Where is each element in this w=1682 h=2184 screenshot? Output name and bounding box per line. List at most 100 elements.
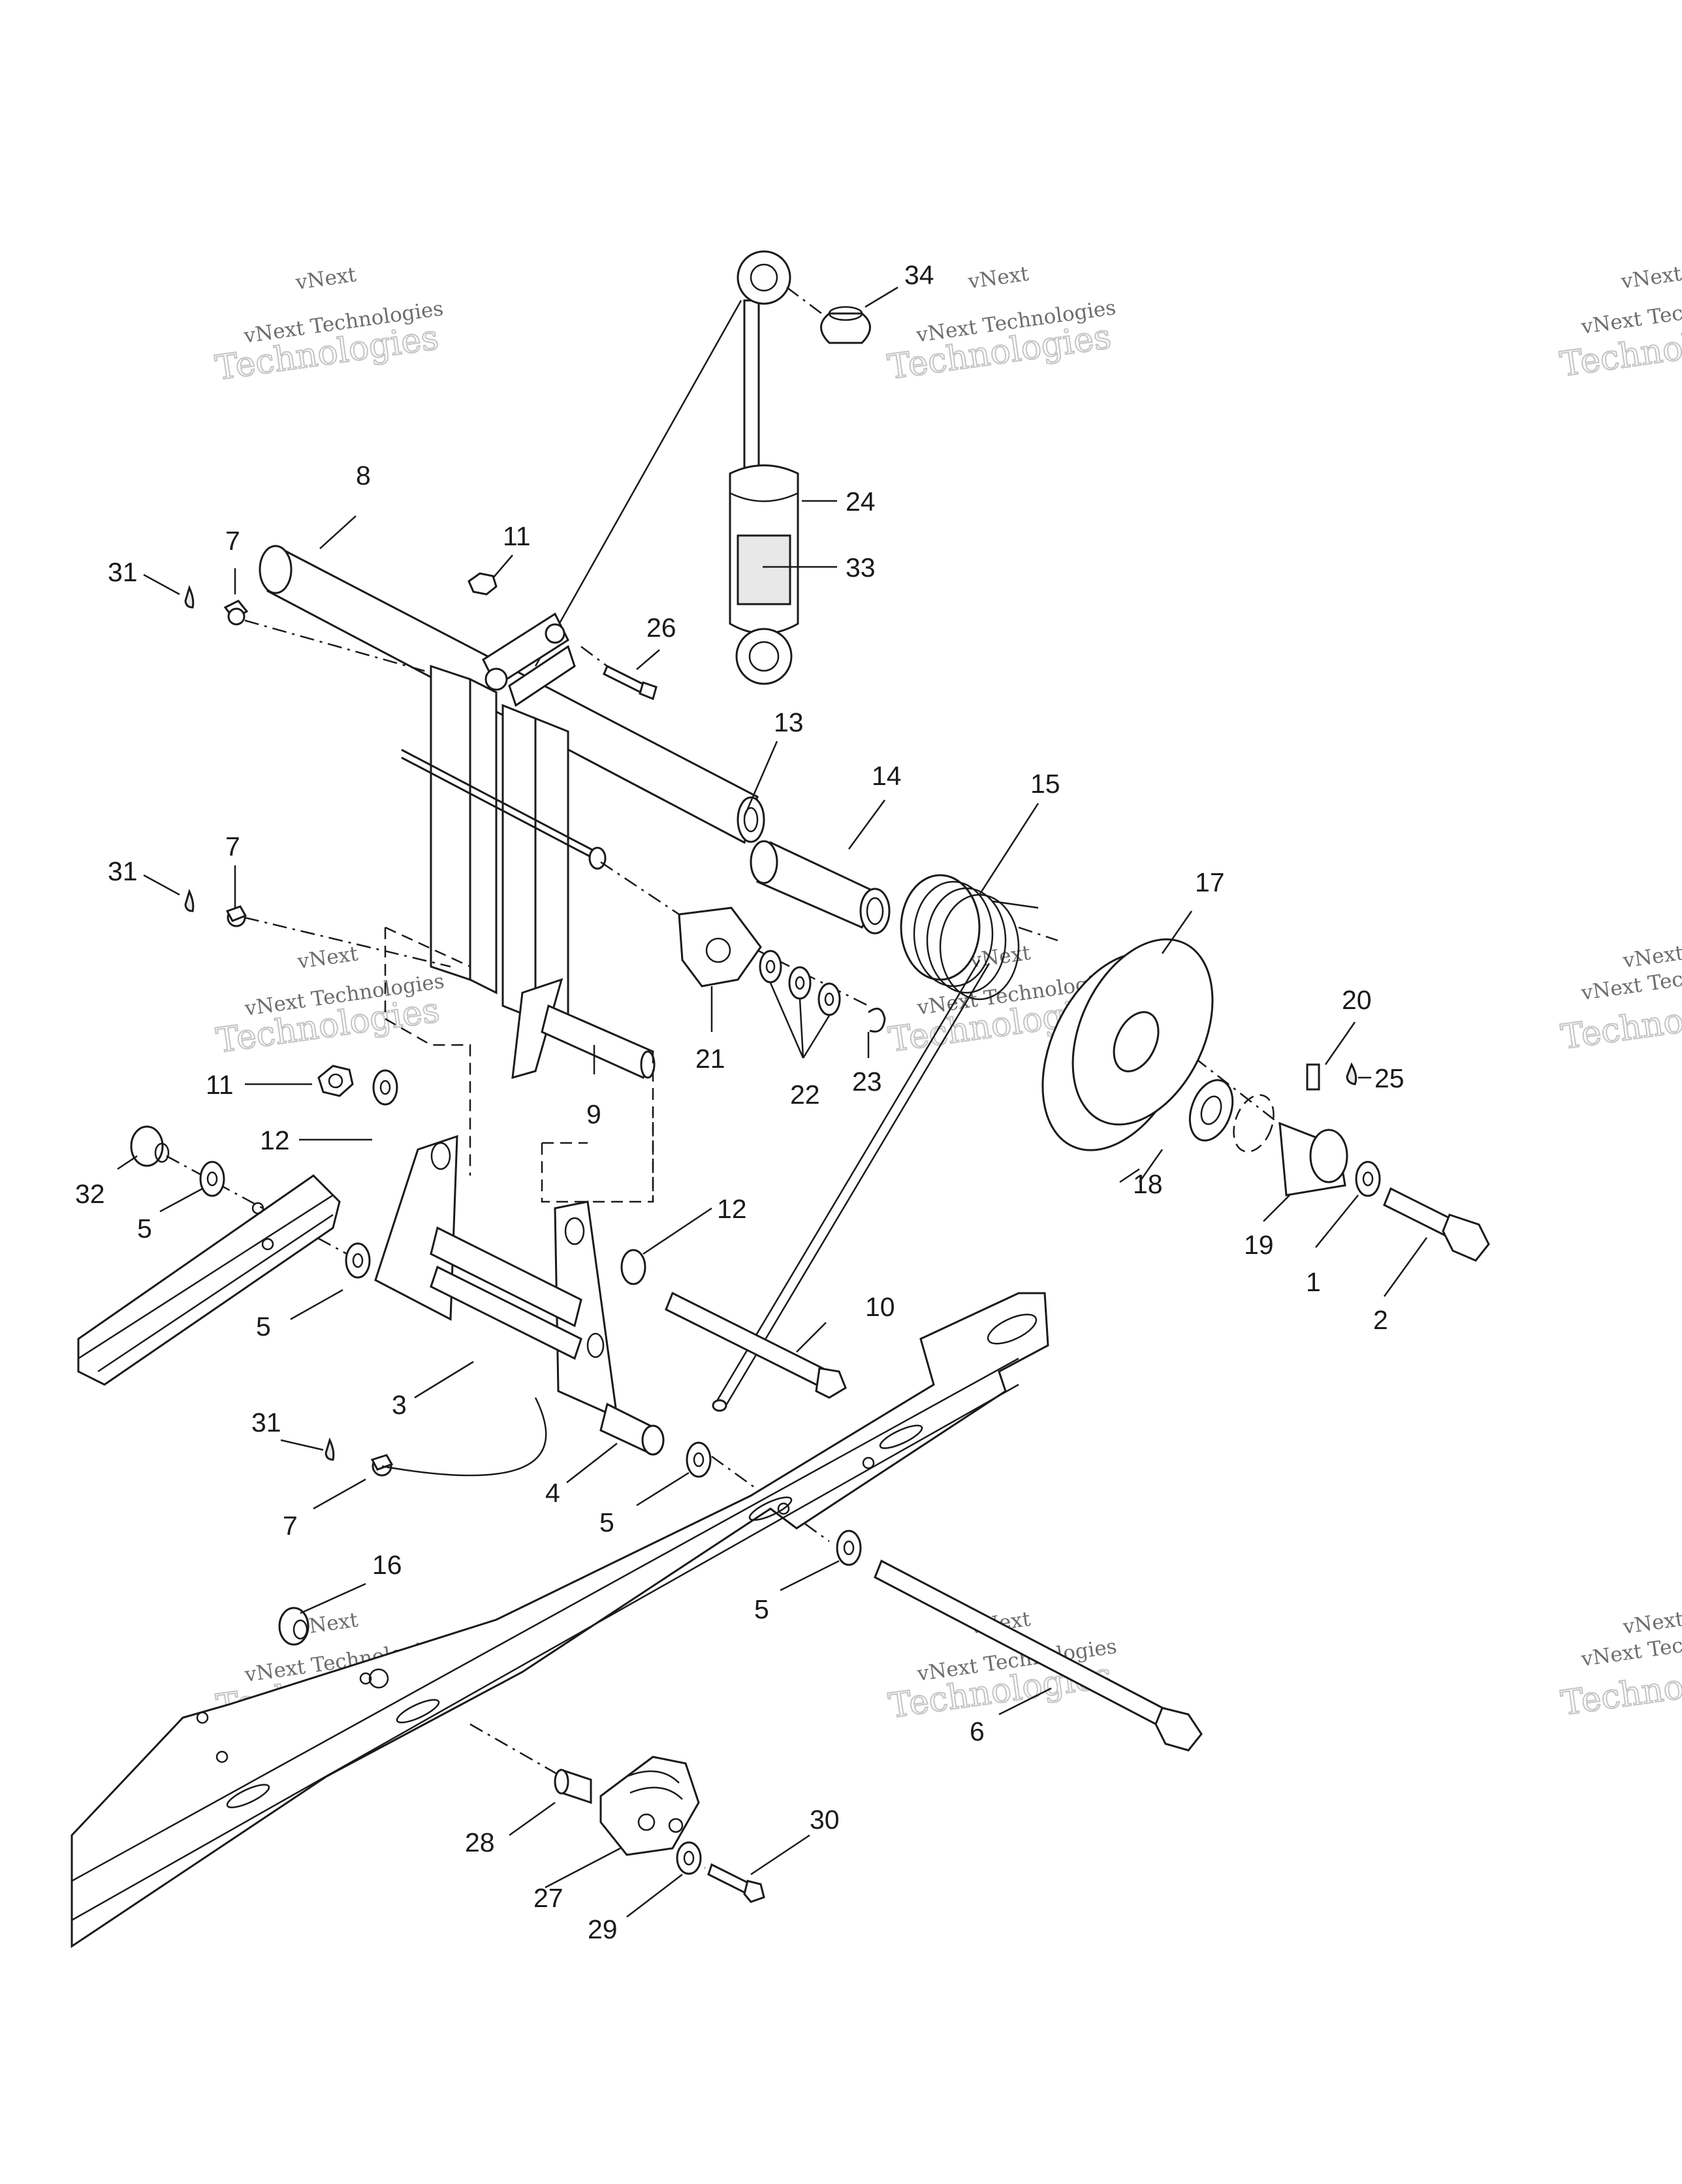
callout-31-lower: 31	[251, 1407, 281, 1437]
callout-18: 18	[1133, 1169, 1163, 1199]
callout-17: 17	[1195, 867, 1225, 897]
watermark-mid-right: vNext vNext Technologies Technologies	[1558, 941, 1682, 1058]
lower-axle-bracket	[374, 1134, 665, 1477]
callout-23: 23	[852, 1067, 882, 1097]
callout-5-a: 5	[137, 1213, 152, 1244]
callout-8: 8	[356, 460, 371, 490]
callout-11-upper: 11	[503, 521, 531, 551]
circlip	[1233, 1094, 1275, 1153]
left-slide-rail	[77, 1174, 341, 1386]
grease-fitting-mid	[225, 905, 247, 927]
grease-fitting-upper	[223, 600, 249, 626]
callout-4: 4	[545, 1478, 560, 1508]
watermark-bottom-right: vNext vNext Technologies Technologies	[1558, 1607, 1682, 1724]
svg-text:vNext: vNext	[1619, 262, 1682, 294]
hex-nut-lower	[317, 1065, 354, 1097]
callout-24: 24	[846, 487, 876, 517]
callout-32: 32	[75, 1179, 105, 1209]
callout-15: 15	[1030, 769, 1060, 799]
idler-wheel	[1041, 938, 1214, 1151]
callout-22: 22	[790, 1080, 820, 1110]
callout-16: 16	[372, 1550, 402, 1580]
svg-text:vNext: vNext	[294, 263, 358, 295]
washer-5-a	[199, 1161, 225, 1197]
callout-31-mid: 31	[108, 856, 138, 886]
rail-bushing-28	[554, 1768, 592, 1805]
washer-22b	[788, 966, 812, 1000]
callout-7-mid: 7	[225, 831, 240, 861]
callout-5-d: 5	[754, 1594, 769, 1624]
adjuster-cam	[678, 907, 762, 988]
wheel-spacer	[1278, 1121, 1348, 1196]
grease-cap-upper	[184, 585, 195, 609]
wheel-bearing	[1188, 1079, 1234, 1142]
washer-5-c	[686, 1441, 712, 1478]
callout-27: 27	[533, 1883, 563, 1913]
screw-30	[707, 1863, 765, 1903]
grease-cap-25	[1346, 1062, 1357, 1085]
washer-12-a	[372, 1069, 398, 1106]
svg-text:vNext: vNext	[296, 942, 360, 974]
callout-19: 19	[1244, 1230, 1274, 1260]
callout-31-upper: 31	[108, 557, 138, 587]
lower-pivot-arm	[511, 978, 656, 1202]
callout-29: 29	[588, 1914, 618, 1944]
screw-26	[603, 664, 658, 701]
right-slide-rail	[71, 1292, 1049, 1948]
retaining-clip	[868, 1007, 886, 1033]
callout-30: 30	[810, 1805, 840, 1835]
callout-7-lower: 7	[283, 1511, 298, 1541]
watermark-top-left: vNext vNext Technologies Technologies	[212, 263, 445, 389]
watermark-mid-left: vNext vNext Technologies Technologies	[214, 942, 446, 1061]
rail-end-plate-27	[599, 1756, 700, 1856]
washer-5-d	[836, 1530, 862, 1566]
svg-text:vNext: vNext	[966, 262, 1031, 294]
washer-5-b	[345, 1242, 371, 1279]
long-bolt-6	[874, 1559, 1203, 1752]
callout-28: 28	[465, 1827, 495, 1857]
grease-cap-mid	[184, 888, 195, 912]
callout-9: 9	[586, 1099, 601, 1129]
washer-22c	[817, 982, 841, 1016]
shock-bushing	[786, 287, 871, 344]
callout-25: 25	[1374, 1063, 1404, 1093]
watermark-bottom-mid: vNext vNext Technologies Technologies	[885, 1607, 1118, 1727]
bolt-2	[1383, 1187, 1490, 1262]
callout-6: 6	[970, 1716, 985, 1746]
washer-22a	[759, 950, 782, 984]
washer-29	[676, 1841, 702, 1875]
washer-1	[1355, 1161, 1381, 1197]
shock-absorber	[534, 250, 799, 685]
long-bolt-10	[620, 1249, 847, 1399]
callout-1: 1	[1306, 1267, 1321, 1297]
flange-nut-32	[130, 1125, 170, 1167]
callout-20: 20	[1342, 985, 1372, 1015]
upper-arm-bracket	[482, 612, 576, 707]
watermark-top-right: vNext vNext Technologies Technologies	[1557, 262, 1682, 385]
callout-13: 13	[774, 707, 804, 737]
grease-cap-lower	[325, 1437, 335, 1461]
callout-33: 33	[846, 553, 876, 583]
callout-10: 10	[865, 1292, 895, 1322]
callout-11-lower: 11	[206, 1070, 234, 1100]
callout-12-left: 12	[260, 1125, 290, 1155]
callout-2: 2	[1373, 1305, 1388, 1335]
torsion-spring	[712, 874, 1039, 1412]
callout-5-b: 5	[256, 1311, 271, 1341]
callout-34: 34	[904, 260, 934, 290]
grease-fitting-lower	[370, 1454, 394, 1477]
callout-21: 21	[695, 1044, 725, 1074]
rail-cap-16	[278, 1607, 309, 1646]
callout-3: 3	[392, 1390, 407, 1420]
callout-26: 26	[646, 613, 676, 643]
callout-5-c: 5	[599, 1507, 614, 1537]
callout-7-upper: 7	[225, 526, 240, 556]
guide-lines	[384, 926, 654, 1203]
set-screw	[1306, 1063, 1320, 1091]
callout-14: 14	[872, 761, 902, 791]
leader-lines	[117, 286, 1428, 1918]
spacer-tube	[750, 840, 891, 935]
hex-nut-upper	[468, 572, 498, 596]
callout-12-right: 12	[717, 1194, 747, 1224]
